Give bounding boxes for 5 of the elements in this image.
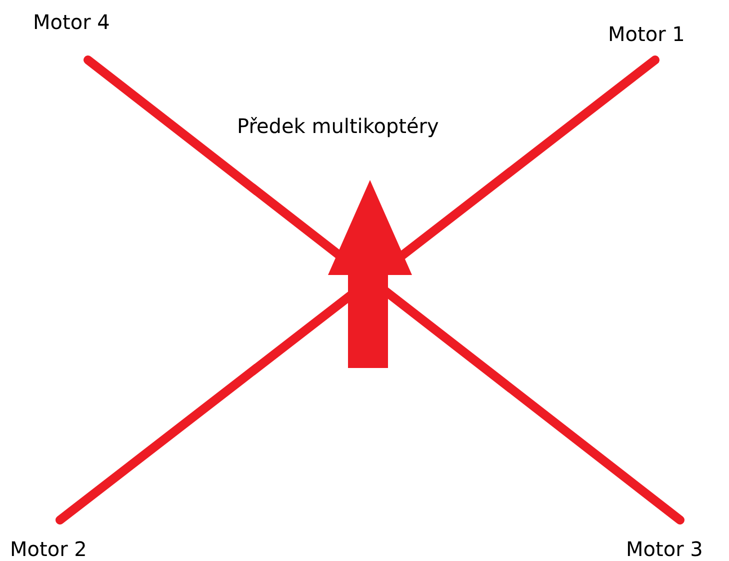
- motor-label: Motor 4: [33, 10, 110, 34]
- motor-label: Motor 1: [608, 22, 685, 46]
- motor-label: Motor 3: [626, 537, 703, 561]
- front-direction-label: Předek multikoptéry: [237, 114, 439, 138]
- motor-label: Motor 2: [10, 537, 87, 561]
